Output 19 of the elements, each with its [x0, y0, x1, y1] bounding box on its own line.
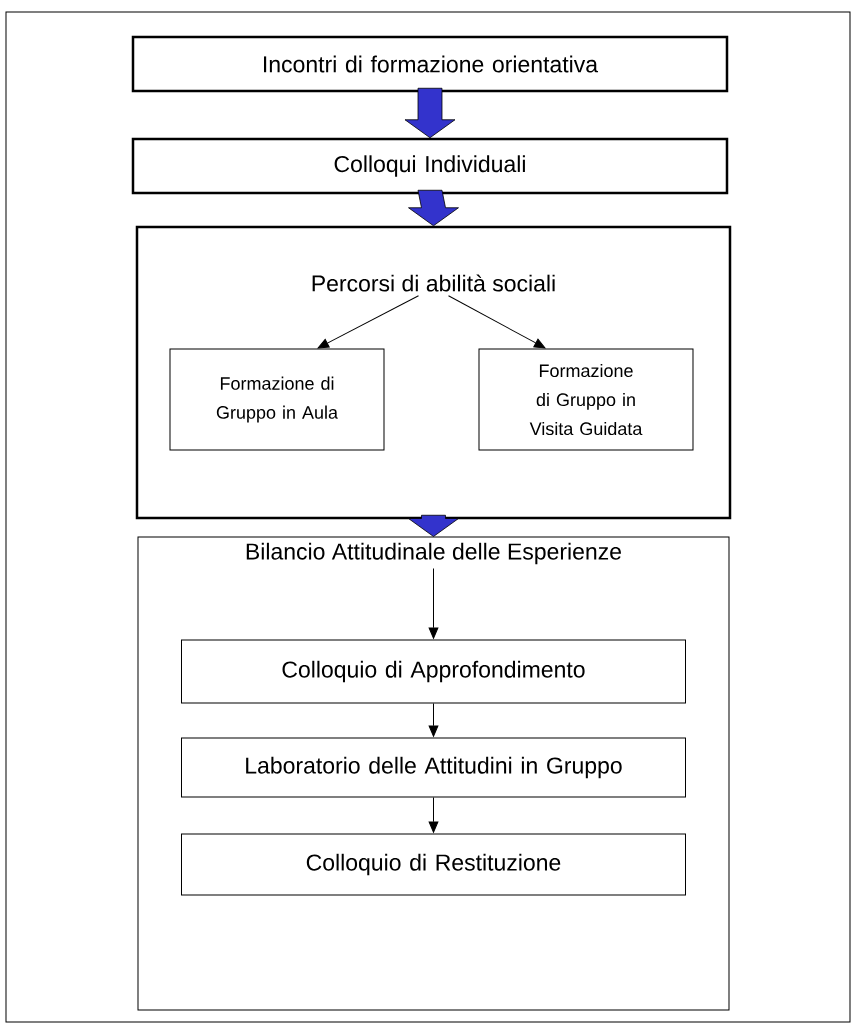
process-box: Colloquio di Approfondimento [181, 639, 686, 704]
process-box: Formazione di Gruppo in Visita Guidata [478, 348, 694, 451]
block-arrow [408, 189, 459, 227]
arrow [428, 567, 439, 639]
heading-text: Percorsi di abilità sociali [312, 274, 555, 292]
process-box: Formazione di Gruppo in Aula [169, 348, 385, 451]
process-box: Incontri di formazione orientativa [131, 35, 729, 93]
arrow [448, 295, 546, 349]
group-box [135, 225, 732, 520]
process-box: Colloquio di Restituzione [181, 833, 686, 896]
block-arrow [404, 87, 456, 139]
group-box [137, 536, 730, 1011]
process-box: Colloqui Individuali [131, 137, 729, 195]
block-arrow [408, 514, 459, 537]
arrow [428, 703, 439, 737]
arrow [428, 797, 439, 833]
heading-text: Bilancio Attitudinale delle Esperienze [246, 542, 621, 565]
process-box: Laboratorio delle Attitudini in Gruppo [181, 737, 686, 798]
arrow [317, 295, 419, 349]
